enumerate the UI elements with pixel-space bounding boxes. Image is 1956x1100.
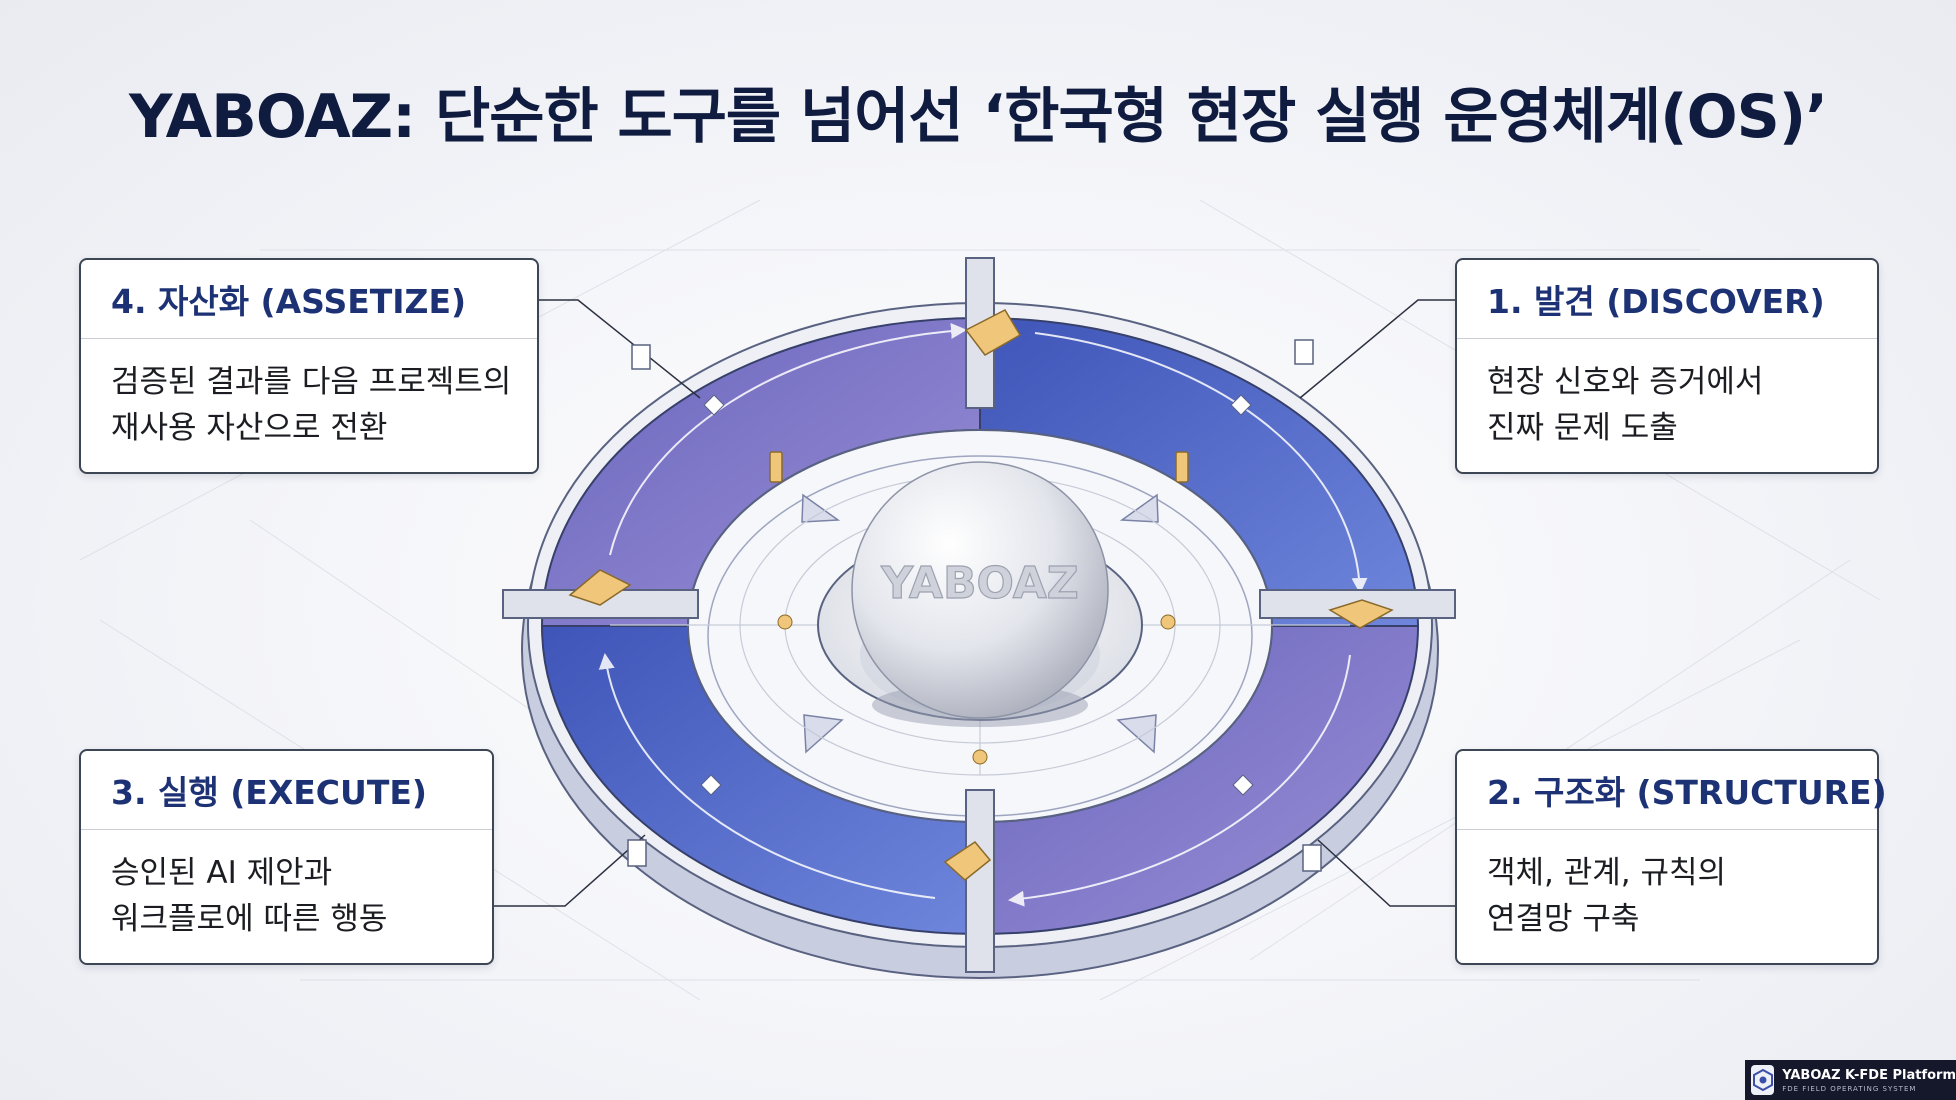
footer-brand: YABOAZ K-FDE Platform <box>1782 1067 1956 1083</box>
stage-description-execute: 승인된 AI 제안과 워크플로에 따른 행동 <box>81 830 492 942</box>
stage-card-assetize: 4. 자산화 (ASSETIZE) 검증된 결과를 다음 프로젝트의 재사용 자… <box>79 258 539 474</box>
stage-description-line: 워크플로에 따른 행동 <box>111 901 388 937</box>
leader-lines <box>490 299 1455 907</box>
stage-card-structure: 2. 구조화 (STRUCTURE) 객체, 관계, 규칙의 연결망 구축 <box>1455 749 1887 965</box>
stage-description-line: 재사용 자산으로 전환 <box>111 410 388 446</box>
inner-guide-arrows <box>801 493 1159 754</box>
stage-title-structure: 2. 구조화 (STRUCTURE) <box>1457 751 1887 830</box>
stage-description-line: 승인된 AI 제안과 <box>111 855 333 891</box>
junction-right <box>1259 589 1456 629</box>
core-label: YABOAZ <box>880 558 1078 609</box>
junction-top <box>964 257 1022 409</box>
segment-markers <box>700 394 1254 796</box>
gold-tabs <box>769 451 1189 483</box>
stage-title-execute: 3. 실행 (EXECUTE) <box>81 751 492 830</box>
stage-card-discover: 1. 발견 (DISCOVER) 현장 신호와 증거에서 진짜 문제 도출 <box>1455 258 1879 474</box>
footer-badge: YABOAZ K-FDE Platform FDE FIELD OPERATIN… <box>1745 1060 1956 1100</box>
stage-description-discover: 현장 신호와 증거에서 진짜 문제 도출 <box>1457 339 1877 451</box>
stage-description-line: 현장 신호와 증거에서 <box>1487 364 1764 400</box>
stage-card-execute: 3. 실행 (EXECUTE) 승인된 AI 제안과 워크플로에 따른 행동 <box>79 749 494 965</box>
stage-title-discover: 1. 발견 (DISCOVER) <box>1457 260 1877 339</box>
stage-title-assetize: 4. 자산화 (ASSETIZE) <box>81 260 537 339</box>
orbit-nodes <box>777 614 1176 765</box>
page-title: YABOAZ: 단순한 도구를 넘어선 ‘한국형 현장 실행 운영체계(OS)’ <box>128 82 1828 152</box>
stage-description-assetize: 검증된 결과를 다음 프로젝트의 재사용 자산으로 전환 <box>81 339 537 451</box>
flow-arrows <box>598 322 1368 907</box>
stage-description-line: 객체, 관계, 규칙의 <box>1487 855 1727 891</box>
footer-subtitle: FDE FIELD OPERATING SYSTEM <box>1782 1084 1917 1093</box>
leader-blocks <box>627 339 1322 872</box>
junction-left <box>502 569 699 619</box>
stage-description-structure: 객체, 관계, 규칙의 연결망 구축 <box>1457 830 1877 942</box>
hexagon-logo-icon <box>1751 1065 1775 1095</box>
stage-description-line: 진짜 문제 도출 <box>1487 410 1678 446</box>
stage-description-line: 연결망 구축 <box>1487 901 1640 937</box>
junction-bottom <box>943 789 995 973</box>
stage-description-line: 검증된 결과를 다음 프로젝트의 <box>111 364 512 400</box>
core-sphere: YABOAZ <box>851 461 1109 727</box>
